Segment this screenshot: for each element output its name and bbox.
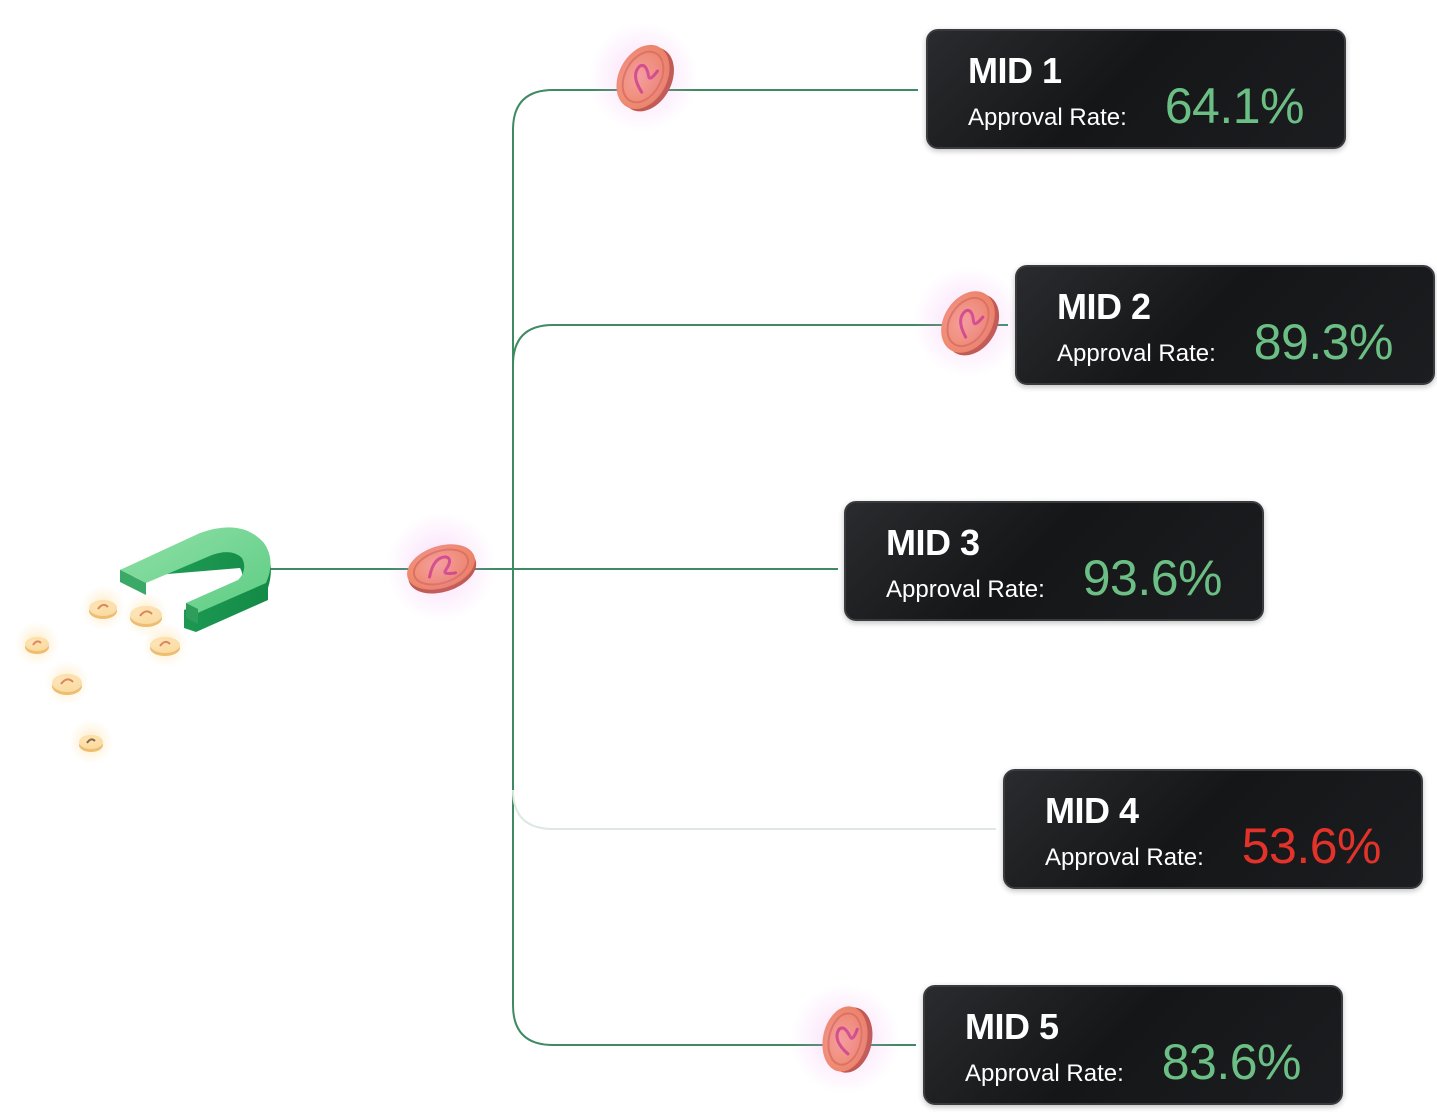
coin-glow xyxy=(386,512,496,622)
magnet-icon xyxy=(120,527,271,632)
coin-glow xyxy=(588,22,698,132)
approval-rate-value: 64.1% xyxy=(1164,78,1305,134)
approval-rate-value: 53.6% xyxy=(1241,818,1382,874)
mid-card-2: MID 2 Approval Rate: 89.3% xyxy=(1015,265,1435,385)
mini-coin-icon xyxy=(130,606,162,627)
mid-title: MID 3 xyxy=(886,522,980,563)
mini-coin-icon xyxy=(150,637,180,656)
mini-coin-glow xyxy=(124,593,168,637)
mini-coin-icon xyxy=(89,600,117,619)
mid-title: MID 2 xyxy=(1057,286,1151,327)
approval-rate-value: 83.6% xyxy=(1161,1034,1302,1090)
mini-coin-icon xyxy=(25,637,49,654)
mid-card-1: MID 1 Approval Rate: 64.1% xyxy=(926,29,1346,149)
mini-coin-glow xyxy=(81,586,125,630)
mini-coin-glow xyxy=(69,720,113,764)
mini-coin-glow xyxy=(143,623,187,667)
mini-coins xyxy=(25,600,180,752)
mid-card-3: MID 3 Approval Rate: 93.6% xyxy=(844,501,1264,621)
coin-glow xyxy=(913,267,1023,377)
approval-rate-label: Approval Rate: xyxy=(965,1060,1124,1087)
mini-coin-icon xyxy=(52,674,82,695)
mid-title: MID 5 xyxy=(965,1006,1059,1047)
connector-mid4 xyxy=(512,789,996,830)
mid-card-4: MID 4 Approval Rate: 53.6% xyxy=(1003,769,1423,889)
mid-title: MID 1 xyxy=(968,50,1062,91)
connector-mid2 xyxy=(512,324,1008,366)
approval-rate-label: Approval Rate: xyxy=(1057,340,1216,367)
coin-icon xyxy=(941,291,1000,356)
connector-mid1 xyxy=(512,89,918,131)
approval-rate-value: 93.6% xyxy=(1082,550,1223,606)
coin-glow xyxy=(790,984,900,1094)
approval-rate-label: Approval Rate: xyxy=(886,576,1045,603)
connector-group xyxy=(268,89,1008,1046)
mid-title: MID 4 xyxy=(1045,790,1139,831)
coin-icon xyxy=(616,44,674,112)
mid-card-5: MID 5 Approval Rate: 83.6% xyxy=(923,985,1343,1105)
mini-coin-icon xyxy=(79,735,103,752)
approval-rate-label: Approval Rate: xyxy=(1045,844,1204,871)
approval-rate-label: Approval Rate: xyxy=(968,104,1127,131)
mini-coin-glow xyxy=(45,661,89,705)
coin-icon xyxy=(822,1006,873,1073)
mini-coin-glow xyxy=(15,622,59,666)
coin-icon xyxy=(407,544,477,594)
connector-mid5 xyxy=(512,1004,916,1046)
approval-rate-value: 89.3% xyxy=(1253,314,1394,370)
